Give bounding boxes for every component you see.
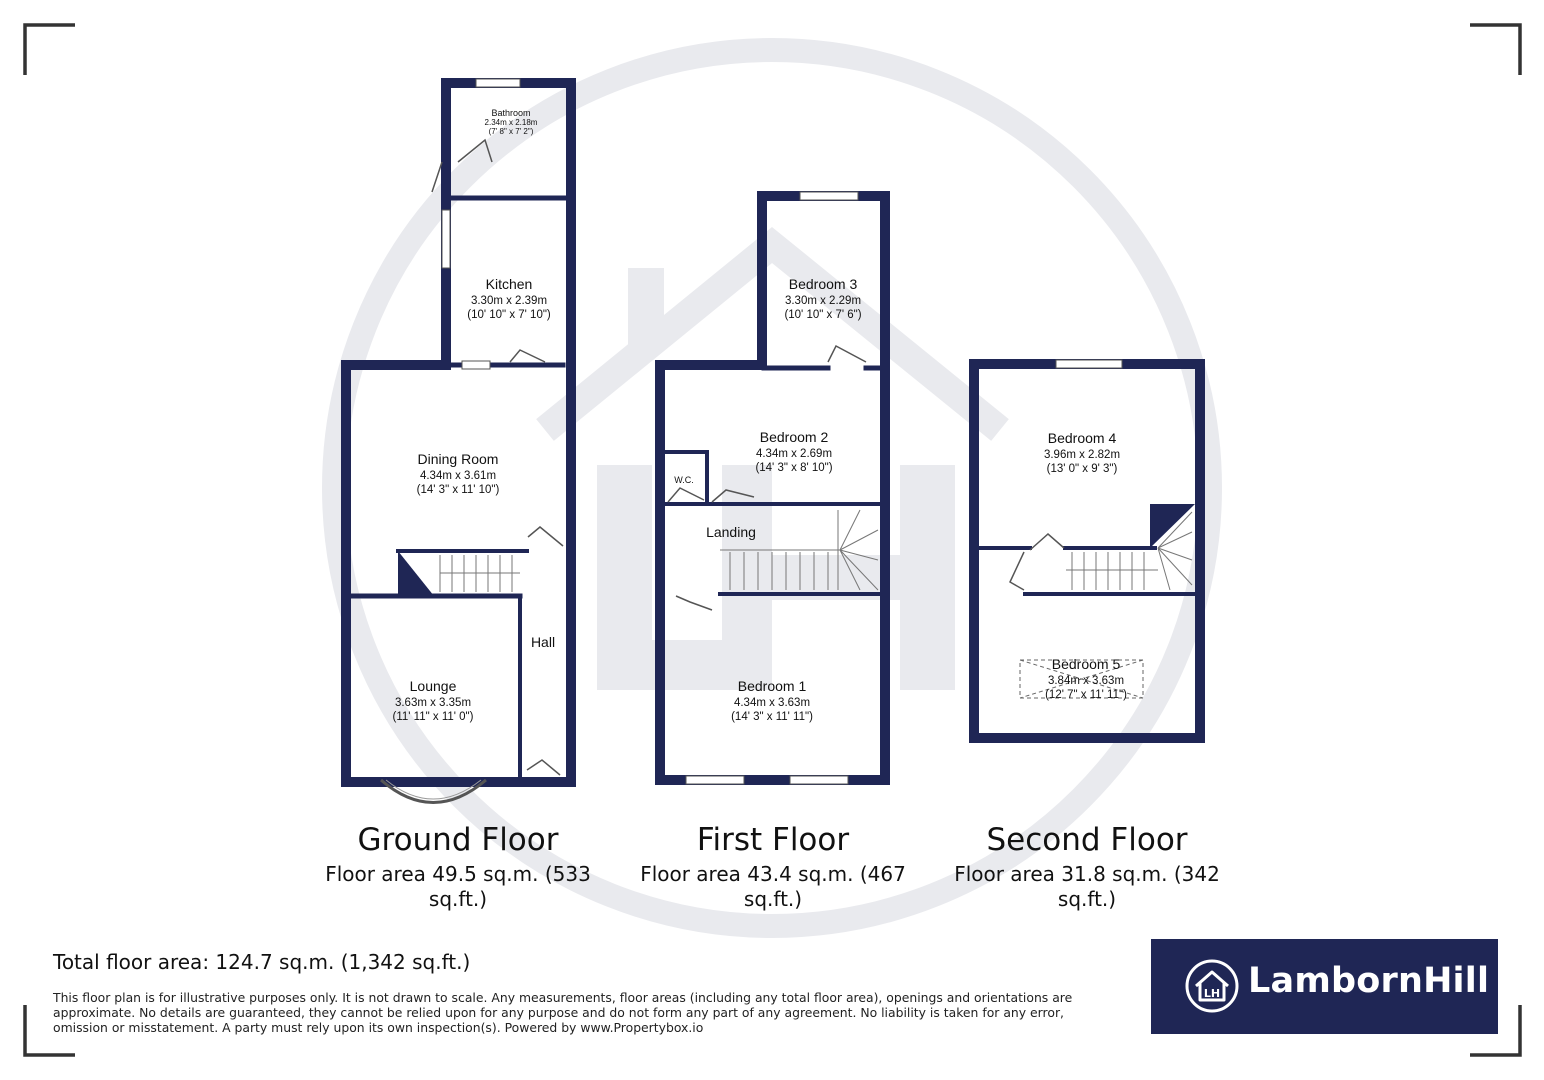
room-name: Bathroom — [491, 108, 530, 118]
second-floor-plan — [969, 359, 1205, 743]
room-name: Dining Room — [418, 451, 499, 467]
first-doors — [667, 344, 867, 611]
room-name: Bedroom 2 — [760, 429, 829, 445]
ground-doors — [431, 138, 564, 776]
room-labels: Bathroom 2.34m x 2.18m (7' 8" x 7' 2") K… — [393, 108, 1128, 723]
ground-stairs — [439, 555, 520, 592]
room-name: Bedroom 3 — [789, 276, 858, 292]
stair-cupboard — [398, 551, 434, 596]
room-name: W.C. — [674, 475, 694, 485]
room-size-imperial: (14' 3" x 11' 10") — [417, 484, 500, 496]
house-icon — [536, 226, 1009, 441]
floor-title: First Floor — [696, 822, 850, 858]
second-doors — [1009, 533, 1065, 591]
watermark-chimney — [628, 268, 664, 346]
brand-name: LambornHill — [1248, 961, 1490, 1001]
skylight — [1019, 659, 1144, 699]
brand-logo: LH LambornHill — [1151, 939, 1498, 1034]
floor-area: Floor area 49.5 sq.m. (533 sq.ft.) — [325, 862, 591, 911]
room-size: 3.63m x 3.35m — [395, 697, 471, 709]
floor-area: Floor area 31.8 sq.m. (342 sq.ft.) — [954, 862, 1220, 911]
watermark-monogram — [597, 465, 955, 690]
floor-title: Second Floor — [986, 822, 1188, 858]
second-floor-walls — [969, 359, 1205, 743]
room-size: 3.30m x 2.39m — [471, 295, 547, 307]
stair-void — [1150, 504, 1195, 548]
floor-area: Floor area 43.4 sq.m. (467 sq.ft.) — [640, 862, 906, 911]
room-name: Bedroom 1 — [738, 678, 807, 694]
room-size: 3.84m x 3.63m — [1048, 675, 1124, 687]
room-size: 3.30m x 2.29m — [785, 295, 861, 307]
room-size: 2.34m x 2.18m — [485, 118, 538, 127]
room-size-imperial: (14' 3" x 11' 11") — [731, 711, 813, 723]
disclaimer: This floor plan is for illustrative purp… — [53, 990, 1073, 1035]
room-size-imperial: (14' 3" x 8' 10") — [755, 462, 832, 474]
first-stairs — [720, 509, 879, 591]
total-floor-area: Total floor area: 124.7 sq.m. (1,342 sq.… — [53, 950, 471, 974]
first-floor-walls — [655, 191, 890, 785]
room-name: Landing — [706, 524, 756, 540]
room-name: Bedroom 5 — [1052, 656, 1121, 672]
room-size-imperial: (10' 10" x 7' 6") — [784, 309, 861, 321]
floor-title: Ground Floor — [357, 822, 559, 858]
room-size: 4.34m x 3.63m — [734, 697, 810, 709]
first-windows — [685, 191, 859, 785]
second-stairs — [1066, 511, 1193, 591]
room-size: 4.34m x 2.69m — [756, 448, 832, 460]
room-size-imperial: (13' 0" x 9' 3") — [1047, 463, 1118, 475]
ground-floor-plan — [341, 78, 576, 804]
room-size-imperial: (7' 8" x 7' 2") — [489, 127, 534, 136]
room-size-imperial: (11' 11" x 11' 0") — [393, 711, 474, 723]
room-size: 4.34m x 3.61m — [420, 470, 496, 482]
corner-marks — [23, 23, 1522, 1057]
room-name: Kitchen — [486, 276, 533, 292]
house-icon: LH — [1185, 959, 1239, 1013]
room-name: Bedroom 4 — [1048, 430, 1117, 446]
ground-windows — [441, 78, 521, 370]
logo-monogram: LH — [1204, 987, 1220, 1000]
room-size: 3.96m x 2.82m — [1044, 449, 1120, 461]
bay-window — [380, 778, 487, 804]
second-windows — [1055, 359, 1123, 369]
first-floor-plan — [655, 191, 890, 785]
room-name: Lounge — [410, 678, 457, 694]
room-size-imperial: (10' 10" x 7' 10") — [467, 309, 551, 321]
room-name: Hall — [531, 634, 555, 650]
room-size-imperial: (12' 7" x 11' 11") — [1045, 689, 1127, 701]
